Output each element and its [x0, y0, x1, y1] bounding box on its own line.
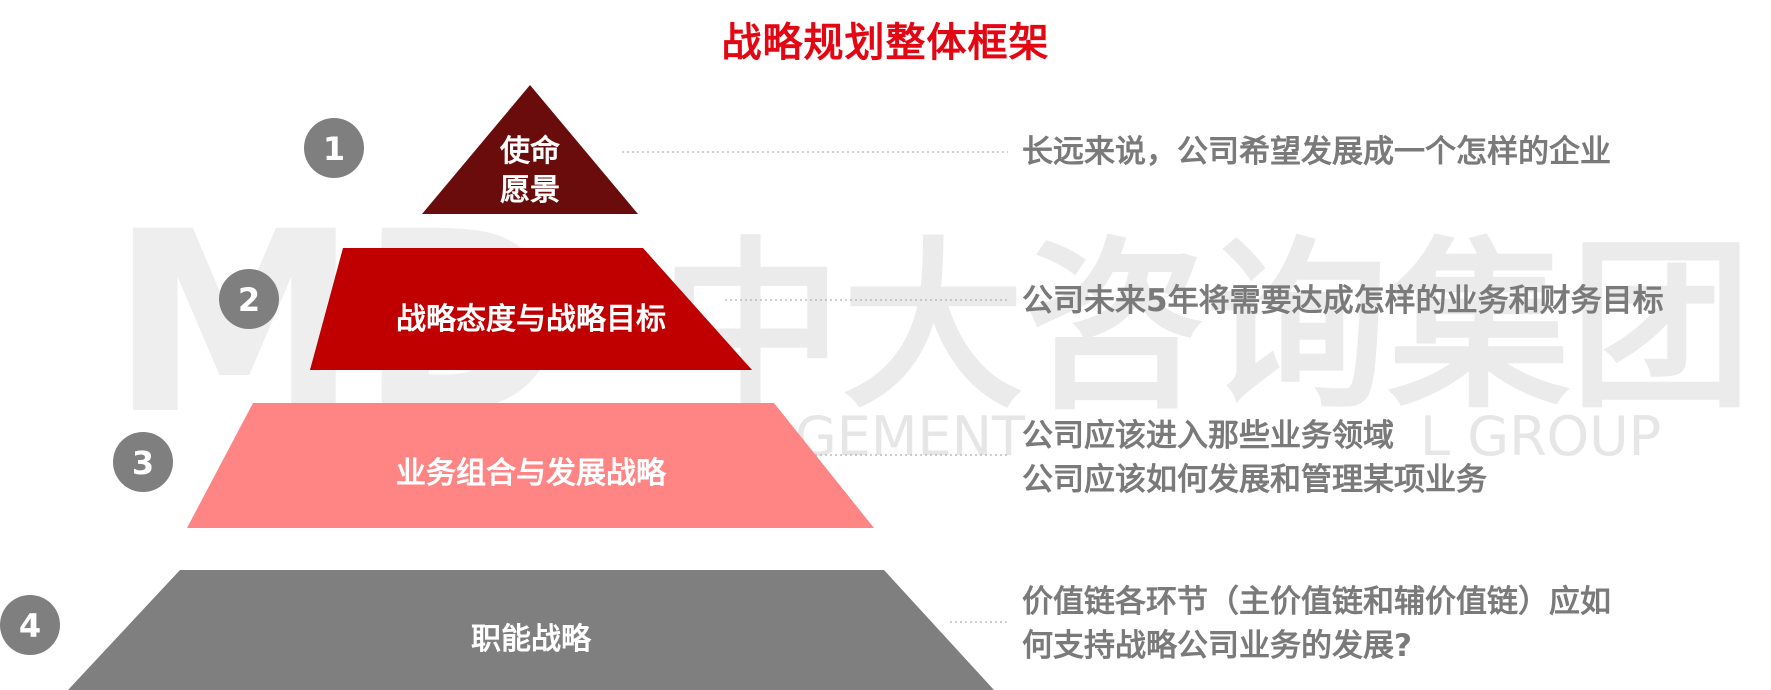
pyramid-level-2-label: 战略态度与战略目标 — [396, 302, 666, 337]
description-level-1-line-1: 长远来说，公司希望发展成一个怎样的企业 — [1022, 134, 1611, 170]
number-badge-4: 4 — [0, 595, 60, 655]
pyramid-level-2-shape — [310, 248, 752, 370]
pyramid-level-3-label: 业务组合与发展战略 — [396, 456, 667, 491]
number-badge-4-text: 4 — [19, 607, 41, 645]
pyramid-level-3-shape — [187, 403, 874, 528]
number-badge-2: 2 — [219, 269, 279, 329]
description-level-2: 公司未来5年将需要达成怎样的业务和财务目标 — [1022, 279, 1664, 323]
description-level-4: 价值链各环节（主价值链和辅价值链）应如 何支持战略公司业务的发展? — [1022, 580, 1611, 668]
watermark-company-name: 中大咨询集团 — [660, 221, 1752, 433]
description-level-1: 长远来说，公司希望发展成一个怎样的企业 — [1022, 130, 1611, 174]
connector-lines — [622, 151, 1008, 623]
number-badge-1: 1 — [304, 118, 364, 178]
page-title: 战略规划整体框架 — [721, 20, 1050, 66]
pyramid-level-4-label: 职能战略 — [471, 622, 592, 657]
watermark: MD 中大咨询集团 MANAGEMENT L GROUP — [110, 178, 1752, 469]
pyramid-level-4-shape — [68, 570, 994, 690]
description-level-2-line-1: 公司未来5年将需要达成怎样的业务和财务目标 — [1022, 283, 1664, 319]
watermark-english-right: L GROUP — [1420, 405, 1661, 468]
number-badge-2-text: 2 — [238, 281, 260, 319]
description-level-4-line-2: 何支持战略公司业务的发展? — [1022, 628, 1412, 664]
description-level-3-line-2: 公司应该如何发展和管理某项业务 — [1022, 462, 1487, 498]
description-level-3-line-1: 公司应该进入那些业务领域 — [1022, 418, 1394, 454]
pyramid-level-1-label-line-1: 使命 — [499, 134, 561, 169]
pyramid-level-1-shape — [422, 85, 638, 214]
description-level-3: 公司应该进入那些业务领域 公司应该如何发展和管理某项业务 — [1022, 414, 1487, 502]
number-badge-3-text: 3 — [132, 444, 154, 482]
pyramid-level-1-label-line-2: 愿景 — [500, 173, 560, 208]
number-badge-3: 3 — [113, 432, 173, 492]
number-badge-1-text: 1 — [323, 130, 345, 168]
description-level-4-line-1: 价值链各环节（主价值链和辅价值链）应如 — [1022, 584, 1611, 620]
